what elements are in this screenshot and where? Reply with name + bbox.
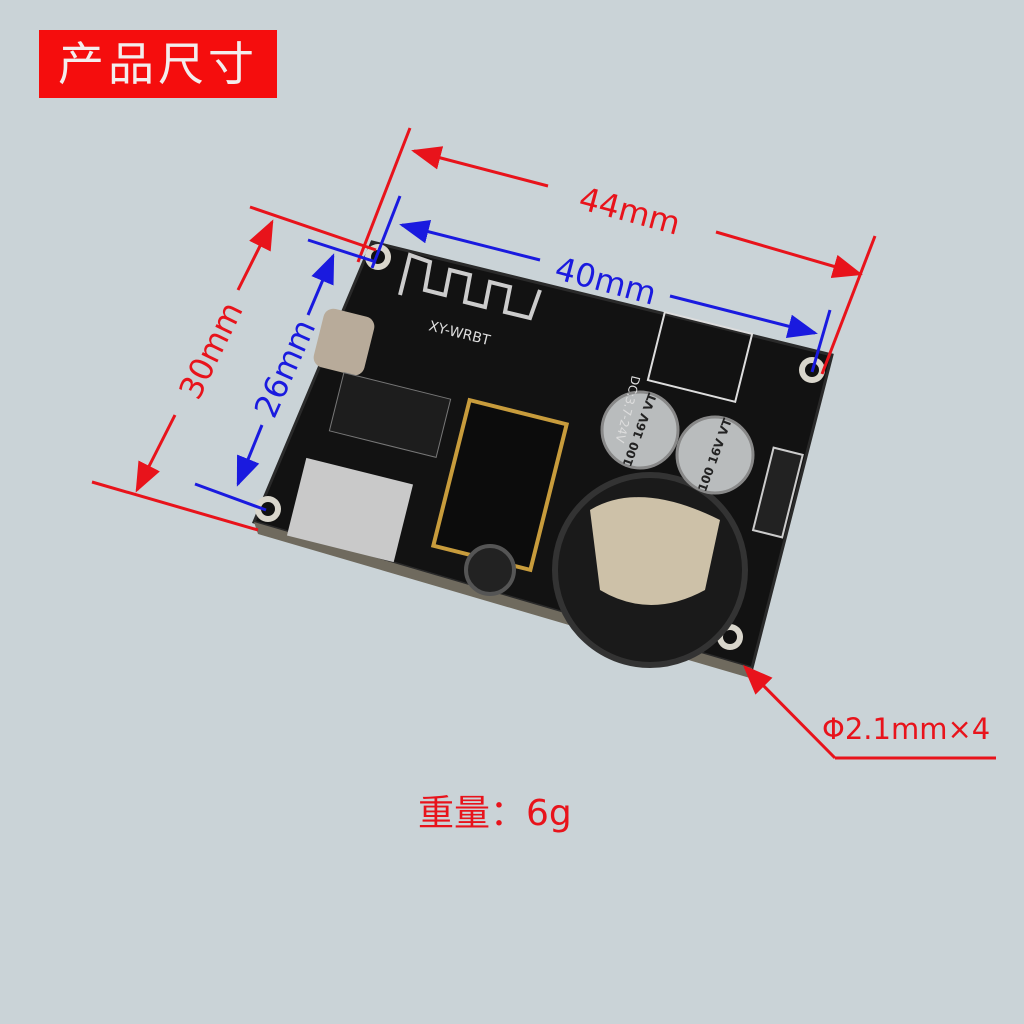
pcb-board: 100 16V VT 100 16V VT XY-WRBT DC:3.7-24V <box>251 240 834 678</box>
page-title: 产品尺寸 <box>39 30 277 98</box>
crystal <box>313 308 375 376</box>
dimension-30mm <box>91 205 377 532</box>
dimension-26mm <box>194 238 377 512</box>
dimension-44mm <box>356 127 877 375</box>
chip <box>328 371 452 459</box>
weight-label: 重量：6g <box>418 793 572 834</box>
usb-port <box>286 457 414 563</box>
capacitor <box>675 415 755 495</box>
mounting-hole-label: Φ2.1mm×4 <box>822 712 991 746</box>
capacitor <box>600 390 680 470</box>
dimension-30mm-label: 30mm <box>171 296 250 405</box>
switch-cap <box>590 497 720 605</box>
antenna-trace <box>398 252 542 321</box>
hole-leader-line <box>742 664 996 760</box>
dimension-40mm <box>370 195 832 373</box>
dimension-44mm-label: 44mm <box>575 179 684 242</box>
pin-header <box>751 446 804 539</box>
